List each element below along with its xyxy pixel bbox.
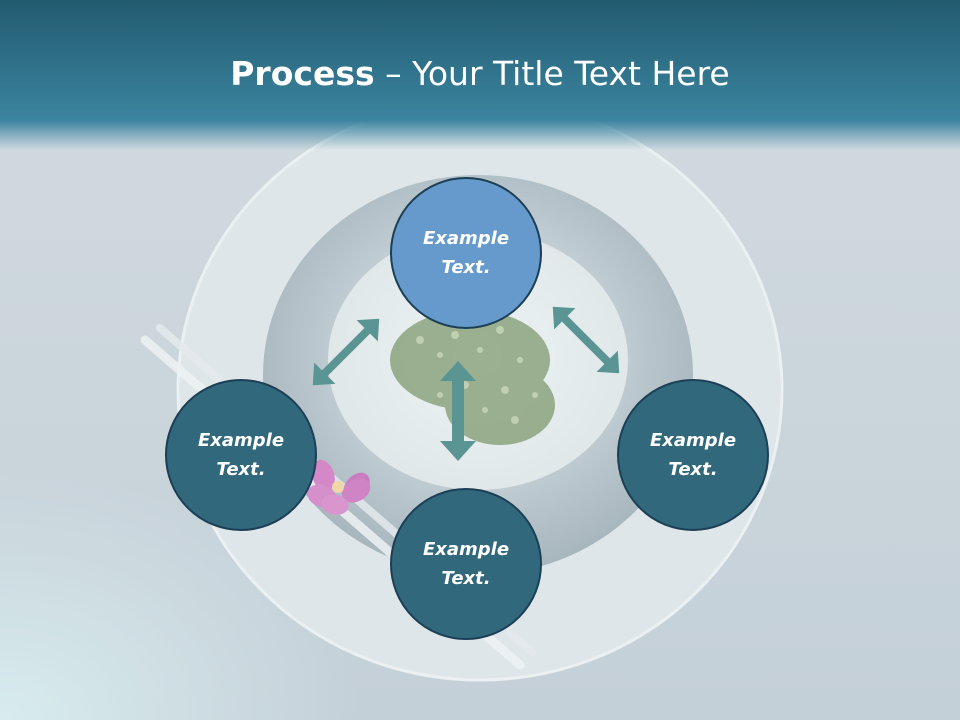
double-arrow-right [552, 306, 620, 374]
double-arrow-left [312, 318, 380, 386]
slide-title: Process – Your Title Text Here [0, 52, 960, 96]
node-top-text: Example Text. [422, 228, 510, 278]
node-right: Example Text. [617, 379, 769, 531]
node-bottom-text: Example Text. [422, 539, 510, 589]
title-bold: Process [230, 54, 375, 93]
header-band [0, 0, 960, 150]
node-top: Example Text. [390, 177, 542, 329]
node-left: Example Text. [165, 379, 317, 531]
node-left-text: Example Text. [197, 430, 285, 480]
double-arrow-vertical [440, 361, 476, 461]
node-bottom: Example Text. [390, 488, 542, 640]
node-right-text: Example Text. [649, 430, 737, 480]
title-rest: – Your Title Text Here [374, 54, 730, 93]
